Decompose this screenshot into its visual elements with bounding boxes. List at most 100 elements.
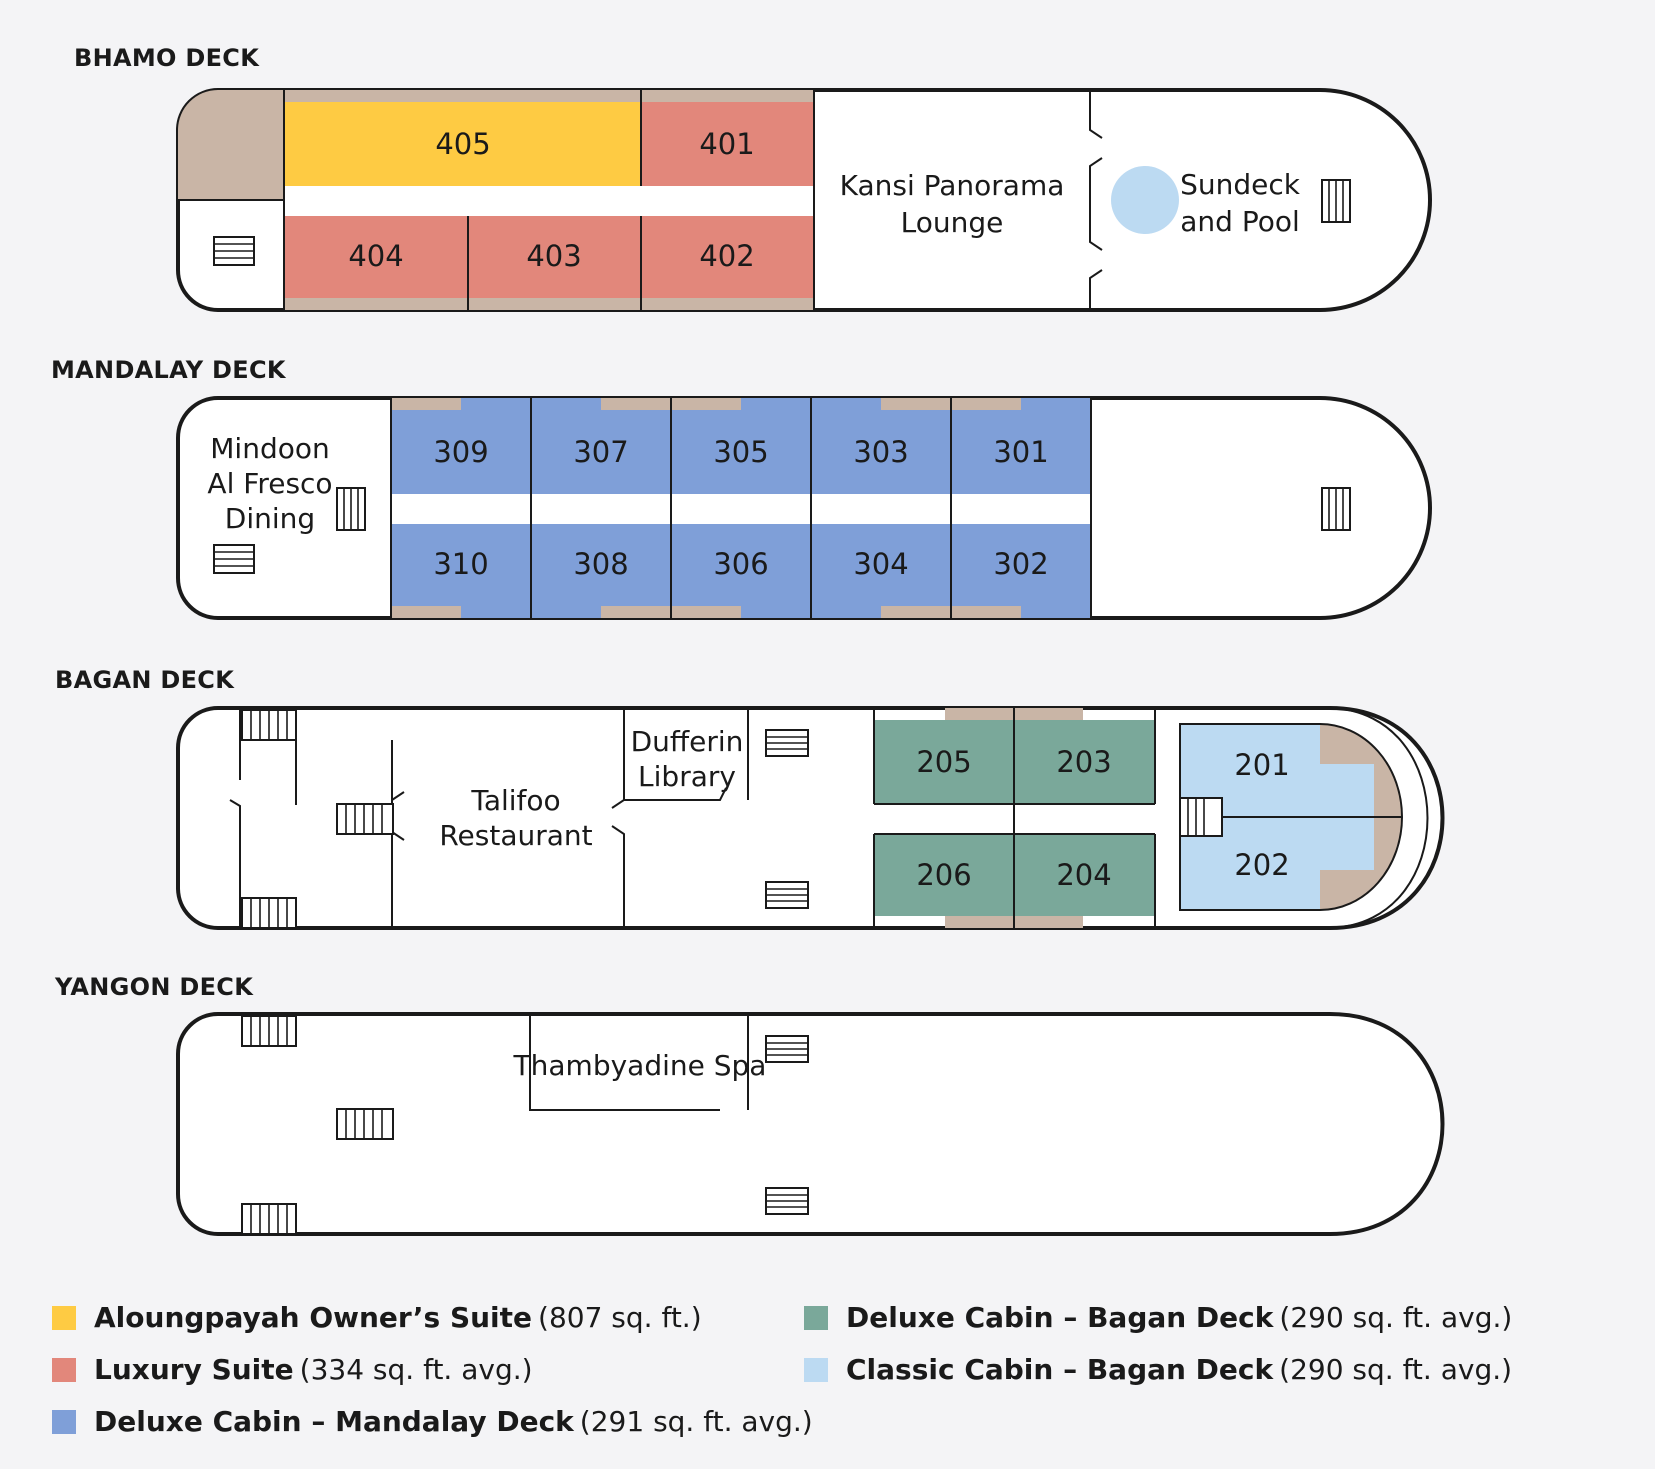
cabin-310 bbox=[391, 524, 531, 618]
dining-label-line1: Mindoon bbox=[210, 432, 329, 465]
bhamo-deck: 405 401 404 403 402 Kansi Panorama Loung… bbox=[176, 88, 1432, 312]
legend-swatch bbox=[804, 1357, 828, 1382]
deck-title-bagan: BAGAN DECK bbox=[55, 666, 235, 694]
stairs-icon bbox=[765, 1187, 809, 1215]
library-label-line2: Library bbox=[638, 760, 736, 793]
cabin-205-label: 205 bbox=[916, 745, 971, 779]
stairs-icon bbox=[241, 709, 297, 741]
deck-title-yangon: YANGON DECK bbox=[55, 973, 254, 1001]
deck-title-mandalay: MANDALAY DECK bbox=[51, 356, 286, 384]
stairs-icon bbox=[765, 729, 809, 757]
cabin-309-window bbox=[391, 398, 461, 410]
cabin-304-label: 304 bbox=[853, 547, 908, 581]
cabin-206 bbox=[874, 834, 1014, 916]
spa-label: Thambyadine Spa bbox=[513, 1049, 767, 1082]
restaurant-label-line2: Restaurant bbox=[439, 819, 592, 852]
pool-icon bbox=[1111, 166, 1179, 234]
legend-label: Luxury Suite bbox=[94, 1353, 294, 1386]
legend-label: Classic Cabin – Bagan Deck bbox=[846, 1353, 1274, 1386]
cabin-302-window bbox=[951, 606, 1021, 618]
legend-size: (290 sq. ft. avg.) bbox=[1279, 1301, 1513, 1334]
cabin-401 bbox=[641, 102, 814, 186]
legend-item-owners-suite: Aloungpayah Owner’s Suite (807 sq. ft.) bbox=[52, 1301, 702, 1334]
legend-swatch bbox=[52, 1409, 76, 1434]
stairs-icon bbox=[241, 897, 297, 929]
cabin-404 bbox=[284, 216, 468, 298]
bhamo-aft-area bbox=[178, 90, 284, 200]
cabin-405-label: 405 bbox=[435, 127, 490, 161]
cabin-307 bbox=[531, 398, 671, 494]
yangon-deck: Thambyadine Spa bbox=[176, 1012, 1445, 1236]
stairs-icon bbox=[213, 236, 255, 266]
sundeck-label-line2: and Pool bbox=[1180, 205, 1300, 238]
cabin-305 bbox=[671, 398, 811, 494]
legend-swatch bbox=[804, 1305, 828, 1330]
cabin-202-label: 202 bbox=[1234, 848, 1289, 882]
cabin-401-label: 401 bbox=[699, 127, 754, 161]
cabin-402-label: 402 bbox=[699, 239, 754, 273]
cabin-305-window bbox=[671, 398, 741, 410]
cabin-304 bbox=[811, 524, 951, 618]
deck-title-bhamo: BHAMO DECK bbox=[74, 44, 260, 72]
cabin-203-label: 203 bbox=[1056, 745, 1111, 779]
legend-label: Deluxe Cabin – Bagan Deck bbox=[846, 1301, 1274, 1334]
stairs-icon bbox=[1321, 487, 1351, 531]
stairs-icon bbox=[765, 1035, 809, 1063]
cabin-307-window bbox=[601, 398, 671, 410]
cabin-303 bbox=[811, 398, 951, 494]
stairs-icon bbox=[336, 487, 366, 531]
cabin-201-label: 201 bbox=[1234, 748, 1289, 782]
cabin-309-label: 309 bbox=[433, 435, 488, 469]
legend-item-deluxe-mandalay: Deluxe Cabin – Mandalay Deck (291 sq. ft… bbox=[52, 1405, 813, 1438]
cabin-308-label: 308 bbox=[573, 547, 628, 581]
cabin-304-window bbox=[881, 606, 951, 618]
stairs-icon bbox=[336, 803, 394, 835]
stairs-icon bbox=[1179, 797, 1223, 837]
legend-size: (334 sq. ft. avg.) bbox=[299, 1353, 533, 1386]
cabin-303-window bbox=[881, 398, 951, 410]
legend-label: Aloungpayah Owner’s Suite bbox=[94, 1301, 533, 1334]
yangon-hull bbox=[176, 1012, 1445, 1236]
bagan-deck: 201 202 205 203 206 204 Talifoo Restaura… bbox=[176, 706, 1445, 930]
legend-swatch bbox=[52, 1357, 76, 1382]
stairs-icon bbox=[241, 1203, 297, 1235]
dining-label-line3: Dining bbox=[225, 502, 315, 535]
cabin-205 bbox=[874, 720, 1014, 804]
stairs-icon bbox=[1321, 179, 1351, 223]
cabin-404-label: 404 bbox=[348, 239, 403, 273]
legend-size: (807 sq. ft.) bbox=[538, 1301, 702, 1334]
legend-size: (290 sq. ft. avg.) bbox=[1279, 1353, 1513, 1386]
cabin-301-label: 301 bbox=[993, 435, 1048, 469]
sundeck-label-line1: Sundeck bbox=[1180, 168, 1301, 201]
lounge-label-line1: Kansi Panorama bbox=[840, 169, 1065, 202]
cabin-206-label: 206 bbox=[916, 858, 971, 892]
stairs-icon bbox=[336, 1108, 394, 1140]
cabin-309 bbox=[391, 398, 531, 494]
cabin-303-label: 303 bbox=[853, 435, 908, 469]
legend-item-luxury-suite: Luxury Suite (334 sq. ft. avg.) bbox=[52, 1353, 533, 1386]
cabin-403 bbox=[468, 216, 641, 298]
cabin-310-window bbox=[391, 606, 461, 618]
cabin-308-window bbox=[601, 606, 671, 618]
cabin-306-window bbox=[671, 606, 741, 618]
cabin-405 bbox=[284, 102, 641, 186]
stairs-icon bbox=[213, 544, 255, 574]
cabin-306 bbox=[671, 524, 811, 618]
legend-label: Deluxe Cabin – Mandalay Deck bbox=[94, 1405, 574, 1438]
cabin-403-label: 403 bbox=[526, 239, 581, 273]
cabin-306-label: 306 bbox=[713, 547, 768, 581]
cabin-301 bbox=[951, 398, 1091, 494]
stairs-icon bbox=[765, 881, 809, 909]
cabin-308 bbox=[531, 524, 671, 618]
library-label-line1: Dufferin bbox=[631, 725, 744, 758]
cabin-302 bbox=[951, 524, 1091, 618]
cabin-402 bbox=[641, 216, 814, 298]
cabin-307-label: 307 bbox=[573, 435, 628, 469]
legend-size: (291 sq. ft. avg.) bbox=[579, 1405, 813, 1438]
cabin-204 bbox=[1014, 834, 1155, 916]
cabin-305-label: 305 bbox=[713, 435, 768, 469]
cabin-204-label: 204 bbox=[1056, 858, 1111, 892]
restaurant-label-line1: Talifoo bbox=[470, 784, 560, 817]
deck-plan: 405 401 404 403 402 Kansi Panorama Loung… bbox=[176, 88, 1445, 1236]
